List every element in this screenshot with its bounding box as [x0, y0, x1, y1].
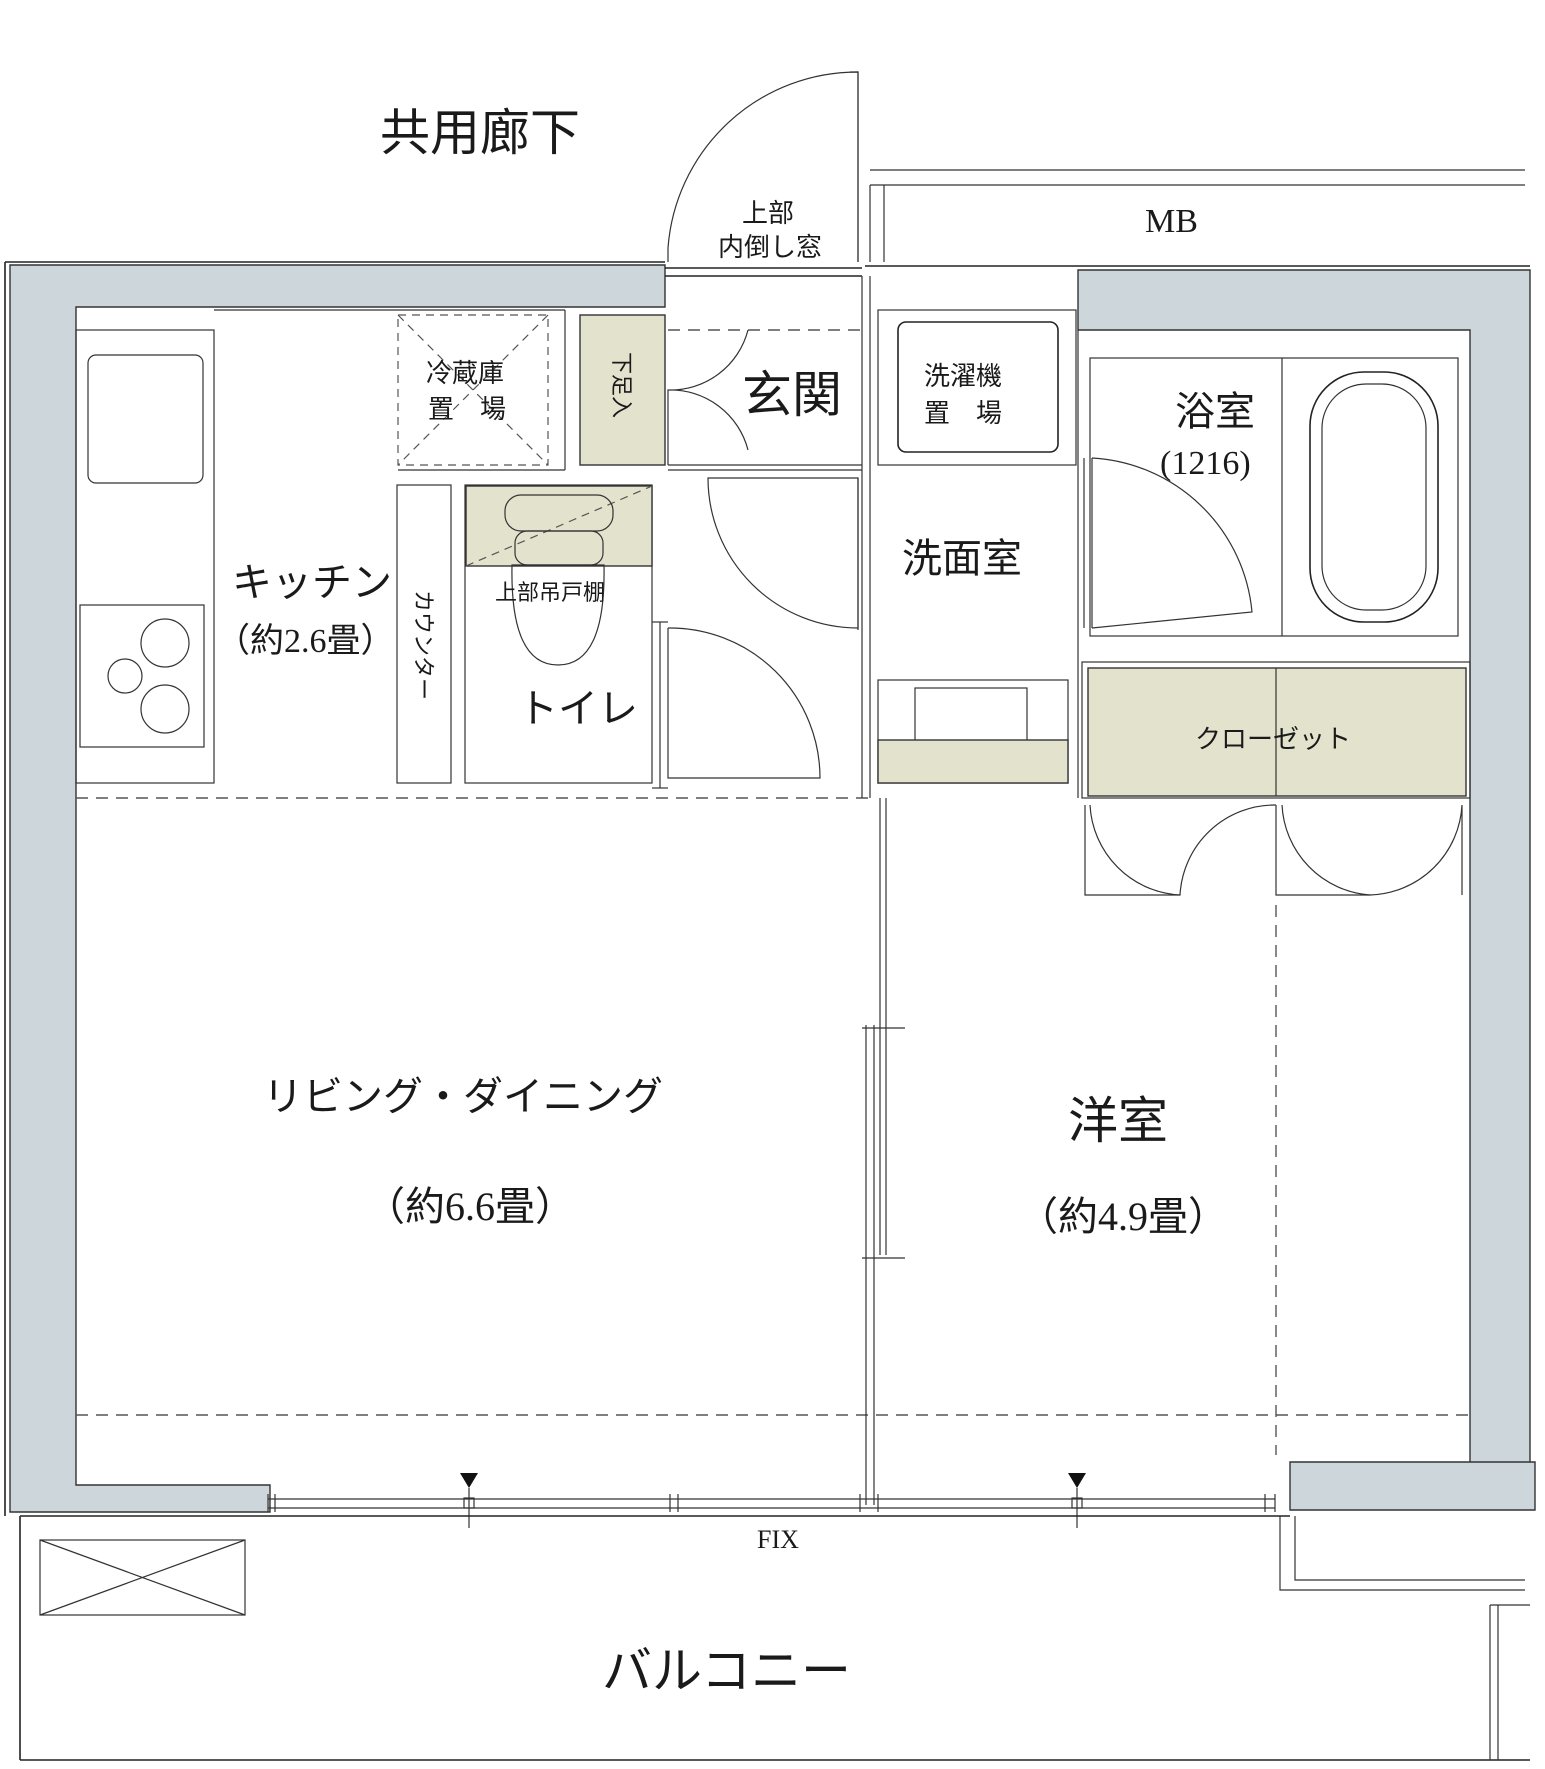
entrance-zone: 下足入 玄関	[579, 314, 862, 789]
toilet-bowl-icon	[511, 564, 605, 666]
western-room-zone: 洋室 （約4.9畳）	[1018, 1093, 1228, 1239]
toilet-zone: 上部吊戸棚 トイレ	[464, 484, 653, 784]
washroom-zone: 洗濯機 置 場 洗面室	[861, 276, 1079, 798]
walls	[4, 261, 1536, 1516]
washroom-label: 洗面室	[902, 536, 1022, 581]
washer-label-line1: 洗濯機	[924, 362, 1002, 391]
balcony-zone: バルコニー	[19, 1515, 1530, 1761]
fridge-label-line2: 置 場	[428, 395, 506, 424]
shoe-storage	[579, 314, 666, 466]
closet-zone: クローゼット	[1081, 661, 1471, 1455]
sink-icon	[87, 354, 204, 484]
kitchen-label: キッチン	[232, 560, 392, 605]
living-label: リビング・ダイニング	[263, 1074, 663, 1119]
ac-outdoor-unit-icon	[39, 1539, 246, 1616]
fridge-label-line1: 冷蔵庫	[426, 359, 504, 388]
toilet-label: トイレ	[518, 686, 638, 731]
shoe-storage-label: 下足入	[609, 352, 634, 418]
corridor-label: 共用廊下	[380, 105, 580, 161]
entrance-label: 玄関	[742, 367, 842, 423]
living-size-label: （約6.6畳）	[365, 1184, 575, 1229]
balcony-label: バルコニー	[602, 1643, 851, 1699]
western-size-label: （約4.9畳）	[1018, 1194, 1228, 1239]
bath-size-label: (1216)	[1160, 445, 1251, 482]
living-zone: リビング・ダイニング （約6.6畳）	[76, 1074, 1470, 1416]
bath-label: 浴室	[1175, 389, 1255, 434]
counter-label: カウンター	[411, 590, 436, 700]
washer-icon	[897, 321, 1059, 453]
kitchen-zone: キッチン （約2.6畳） 冷蔵庫 置 場 カウンター	[75, 309, 870, 799]
window-label-line2: 内倒し窓	[718, 233, 822, 262]
partition	[862, 798, 905, 1505]
upper-cabinet-label: 上部吊戸棚	[495, 580, 605, 605]
closet	[1087, 667, 1467, 797]
bath-zone: 浴室 (1216)	[1083, 357, 1459, 637]
washer-label-line2: 置 場	[924, 399, 1002, 428]
window-label-line1: 上部	[742, 199, 794, 228]
window-sash: FIX	[267, 1473, 1276, 1554]
western-label: 洋室	[1068, 1093, 1168, 1149]
fix-label: FIX	[757, 1525, 799, 1554]
bathtub-icon	[1309, 371, 1439, 623]
closet-label: クローゼット	[1195, 725, 1351, 754]
stove-icon	[79, 604, 205, 748]
mb-label: MB	[1145, 203, 1198, 240]
kitchen-size-label: （約2.6畳）	[216, 622, 395, 660]
corridor-zone: 共用廊下 MB 上部 内倒し窓	[380, 71, 1525, 277]
